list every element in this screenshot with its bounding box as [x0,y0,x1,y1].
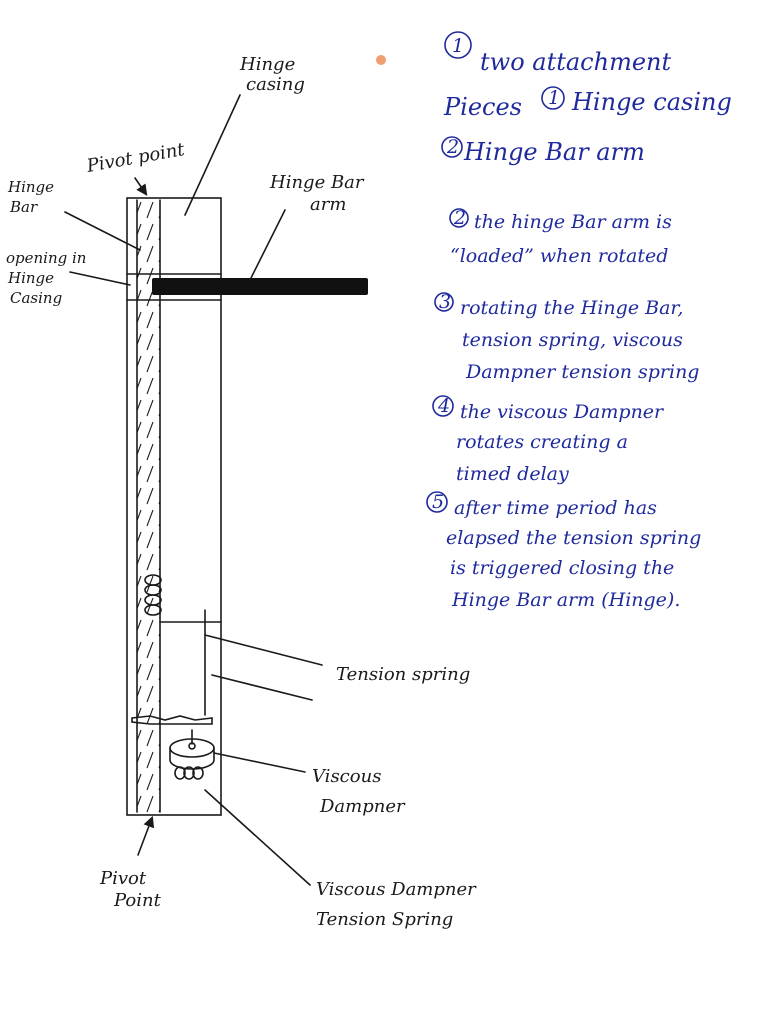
label-tension-spring: Tension spring [336,664,470,685]
label-pivot-point-bottom: Pivot Point [99,868,162,911]
note-2-text: the hinge Bar arm is “loaded” when rotat… [450,211,678,267]
leader-hinge-casing [184,94,241,216]
tension-spring [144,574,162,616]
hinge-bar-arm [152,278,368,295]
note-1-line-2b: Hinge casing [571,88,732,116]
note-2-number: 2 [453,207,466,229]
leader-dampner-spring [204,789,311,886]
note-4-marker [432,395,454,417]
leader-viscous-dampner [213,752,306,773]
note-4-text: the viscous Dampner rotates creating a t… [456,401,669,485]
ink-dot [376,55,386,65]
leader-pivot-bottom [137,815,155,856]
hinge-casing [126,197,222,816]
label-viscous-dampner: Viscous Dampner [312,766,406,817]
label-hinge-bar-arm: Hinge Bar arm [269,172,369,215]
note-1-sub-2-number: 2 [446,136,459,158]
note-1-sub-1-marker [541,86,565,110]
note-1-sub-1-number: 1 [548,87,560,109]
note-1-marker [444,31,472,59]
leader-opening [69,271,131,286]
note-1-line-3: Hinge Bar arm [463,138,645,166]
label-viscous-dampner-tension-spring: Viscous Dampner Tension Spring [316,879,481,930]
note-3-text: rotating the Hinge Bar, tension spring, … [460,297,699,383]
note-1-line-1: two attachment [480,48,671,76]
leader-tension-spring-1 [204,634,323,666]
leader-tension-spring-2 [211,674,313,701]
dampner-tension-spring [174,766,204,780]
note-1-sub-2-marker [441,136,463,158]
leader-hinge-bar-arm [249,209,286,281]
leader-hinge-bar [64,211,141,251]
viscous-dampner [169,729,215,770]
label-opening-in-hinge-casing: opening in Hinge Casing [6,249,91,307]
trigger-latch [131,715,213,725]
note-3-number: 3 [439,291,451,313]
note-5-number: 5 [432,491,444,513]
note-5-marker [426,491,448,513]
label-hinge-bar: Hinge Bar [7,178,59,216]
label-pivot-point-top: Pivot point [84,139,187,177]
label-hinge-casing: Hinge casing [239,54,305,95]
note-1-number: 1 [452,35,464,57]
note-1-line-2a: Pieces [443,93,522,121]
hinge-bar [137,200,160,812]
note-3-marker [434,292,454,312]
leader-pivot-top [134,177,148,196]
note-4-number: 4 [437,395,450,417]
note-2-marker [449,208,469,228]
note-5-text: after time period has elapsed the tensio… [446,497,707,611]
